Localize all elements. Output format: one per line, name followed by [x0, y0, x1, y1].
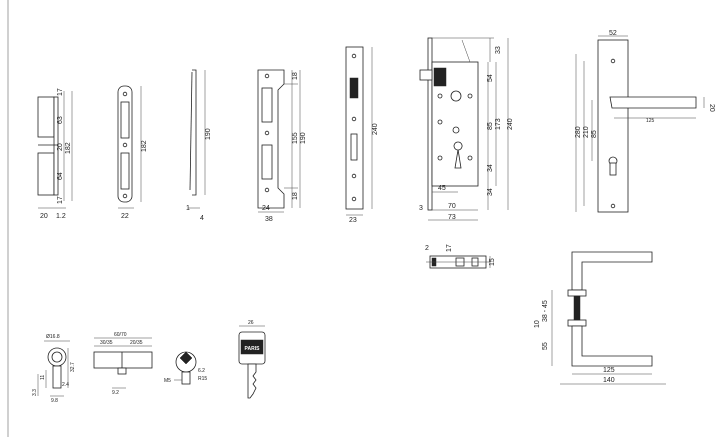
- dim-45: 45: [438, 185, 446, 192]
- dim-34b: 34: [487, 188, 494, 196]
- dim-240: 240: [507, 118, 514, 130]
- dim-64: 64: [57, 172, 64, 180]
- dim-18b: 18: [292, 192, 299, 200]
- dim-20h: 20: [708, 104, 715, 112]
- dim-125w: 125: [603, 367, 615, 374]
- dim-1-2: 1.2: [56, 213, 66, 220]
- dim-17a: 17: [57, 88, 64, 96]
- dim-11: 11: [40, 375, 46, 380]
- dim-r15: R15: [198, 376, 207, 382]
- dim-15: 15: [489, 258, 496, 266]
- dim-22w: 22: [121, 213, 129, 220]
- dim-33: 33: [495, 46, 502, 54]
- dim-30-35: 30/35: [100, 340, 113, 346]
- strike-plate-d: 18 155 190 18 24 38: [257, 69, 307, 223]
- dim-280: 280: [575, 126, 582, 138]
- dim-173: 173: [495, 118, 502, 130]
- dim-52w: 52: [609, 30, 617, 37]
- dim-34a: 34: [487, 164, 494, 172]
- dim-2-4: 2.4: [62, 382, 69, 388]
- dim-20: 20: [57, 143, 64, 151]
- key: PARIS 26: [238, 320, 266, 399]
- dim-23w: 23: [349, 217, 357, 224]
- dim-190: 190: [205, 128, 212, 140]
- dim-17: 17: [446, 244, 453, 252]
- dim-85: 85: [487, 122, 494, 130]
- dim-m5: M5: [164, 378, 171, 384]
- cylinder-end-view: Ø16.8 32.7 3.3 11 2.4 9.8: [32, 334, 76, 404]
- dim-210: 210: [583, 126, 590, 138]
- lock-front-faceplate: 240 23: [345, 46, 379, 224]
- dim-155: 155: [292, 132, 299, 144]
- dim-10: 10: [534, 320, 541, 328]
- dim-2: 2: [425, 245, 429, 252]
- dim-85: 85: [591, 130, 598, 138]
- dim-9-8: 9.8: [51, 398, 58, 404]
- dim-182: 182: [141, 140, 148, 152]
- dim-182: 182: [65, 142, 72, 154]
- dim-24w: 24: [262, 205, 270, 212]
- dim-17b: 17: [57, 196, 64, 204]
- strike-plate-a: 17 63 20 182 64 17 20 1.2: [37, 88, 73, 220]
- dim-60-70: 60/70: [114, 332, 127, 338]
- dim-3: 3: [419, 205, 423, 212]
- dim-240: 240: [372, 123, 379, 135]
- dim-54: 54: [487, 74, 494, 82]
- dim-190: 190: [300, 132, 307, 144]
- key-brand: PARIS: [245, 346, 261, 352]
- dim-70: 70: [448, 203, 456, 210]
- dim-dia16: Ø16.8: [46, 334, 60, 340]
- dim-55: 55: [542, 342, 549, 350]
- faceplate-b: 182 22: [117, 85, 148, 220]
- mortise-lock-body: 33 54 85 173 240 34 34 45 3 70 73: [419, 37, 514, 221]
- dim-20-35: 20/35: [130, 340, 143, 346]
- dim-38-45: 38 - 45: [542, 300, 549, 322]
- dim-140w: 140: [603, 377, 615, 384]
- dim-18a: 18: [292, 72, 299, 80]
- lock-side-detail: 2 17 15: [425, 244, 496, 269]
- faceplate-c-side: 190 1 4: [186, 69, 212, 222]
- dim-125w: 125: [646, 118, 655, 124]
- dim-3-3: 3.3: [32, 389, 38, 396]
- cylinder-side-view: 60/70 30/35 20/35 9.2: [93, 332, 153, 396]
- dim-26w: 26: [248, 320, 254, 326]
- dim-6-2: 6.2: [198, 368, 205, 374]
- handle-side-elevation: 38 - 45 10 55 125 140: [534, 251, 666, 385]
- dim-73: 73: [448, 214, 456, 221]
- dim-32-7: 32.7: [70, 362, 76, 372]
- dim-20w: 20: [40, 213, 48, 220]
- dim-38w: 38: [265, 216, 273, 223]
- dim-4: 4: [200, 215, 204, 222]
- dim-1: 1: [186, 205, 190, 212]
- dim-9-2: 9.2: [112, 390, 119, 396]
- dim-63: 63: [57, 116, 64, 124]
- cam-detail: M5 6.2 R15: [164, 351, 207, 385]
- handle-plate-front: 52 20 280 210 85 125: [575, 30, 715, 213]
